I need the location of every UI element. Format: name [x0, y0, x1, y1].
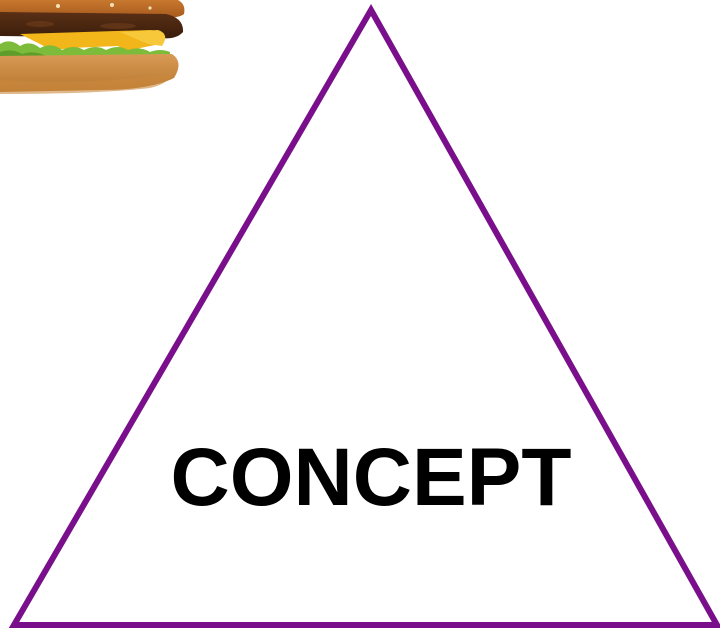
- concept-triangle: [14, 10, 717, 625]
- concept-label: CONCEPT: [171, 432, 572, 523]
- burger-image: [0, 0, 184, 94]
